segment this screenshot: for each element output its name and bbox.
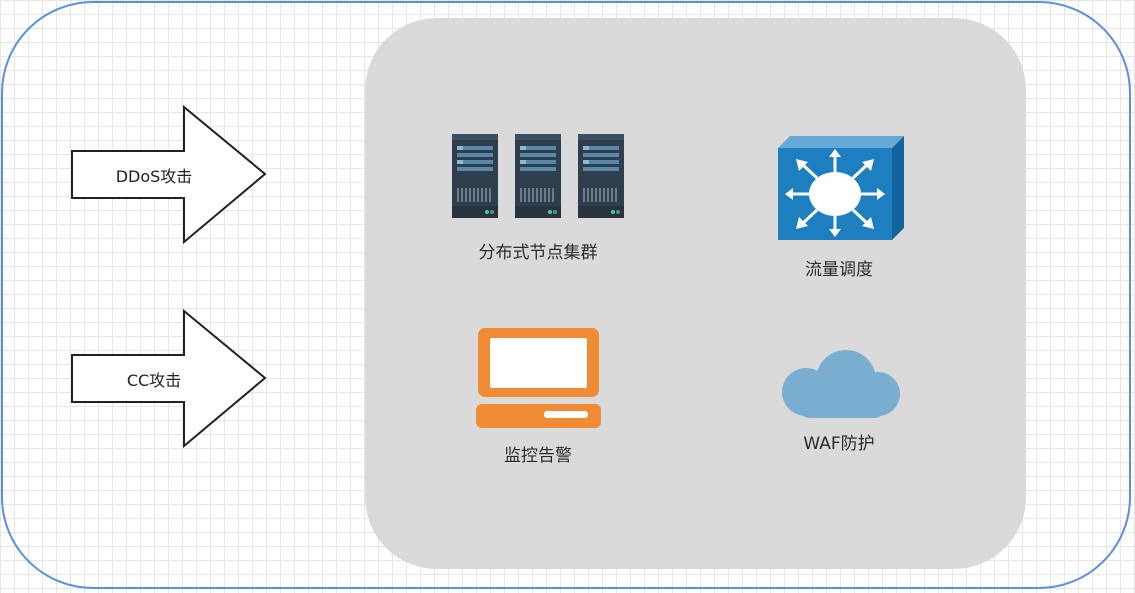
- server-rack-icon[interactable]: [452, 134, 628, 224]
- protection-panel: [365, 18, 1026, 569]
- waf-label: WAF防护: [803, 434, 875, 454]
- cc-attack-arrow[interactable]: CC攻击: [71, 309, 267, 449]
- ddos-attack-arrow[interactable]: DDoS攻击: [71, 105, 267, 245]
- ddos-attack-label: DDoS攻击: [115, 167, 193, 186]
- arrow-right-icon: [71, 309, 267, 449]
- cc-attack-label: CC攻击: [126, 371, 182, 390]
- cloud-icon[interactable]: [776, 350, 904, 424]
- monitor-label: 监控告警: [504, 446, 572, 466]
- traffic-label: 流量调度: [805, 260, 873, 280]
- arrow-right-icon: [71, 105, 267, 245]
- laptop-icon[interactable]: [476, 326, 602, 434]
- network-switch-icon[interactable]: [778, 136, 906, 246]
- cluster-label: 分布式节点集群: [478, 243, 598, 263]
